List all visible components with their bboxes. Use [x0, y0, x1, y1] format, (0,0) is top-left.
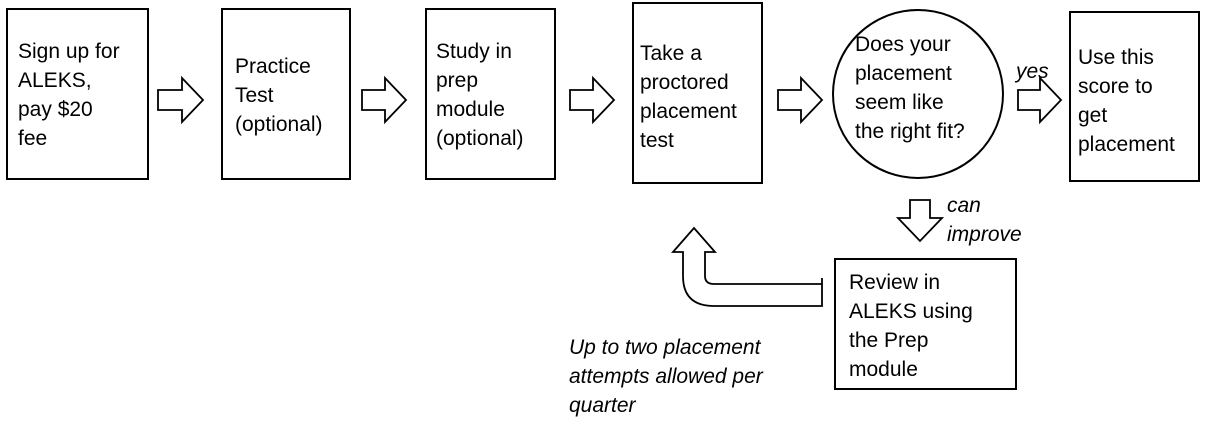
step-review-box: Review in ALEKS using the Prep module — [834, 258, 1017, 390]
arrow-practice-to-study — [361, 75, 408, 125]
step-study-box: Study in prep module (optional) — [425, 8, 556, 180]
can-improve-label: can improve — [947, 194, 1022, 246]
step-practice-box: Practice Test (optional) — [221, 8, 351, 180]
arrow-decision-to-use — [1017, 75, 1063, 125]
step-use-score-text: Use this score to get placement — [1078, 46, 1175, 156]
arrow-test-to-decision — [777, 75, 824, 125]
arrow-review-to-test — [671, 226, 823, 307]
step-signup-text: Sign up for ALEKS, pay $20 fee — [18, 40, 120, 150]
arrow-study-to-test — [569, 75, 616, 125]
arrow-decision-to-review — [895, 199, 945, 243]
step-proctored-text: Take a proctored placement test — [640, 42, 737, 152]
decision-text: Does your placement seem like the right … — [855, 33, 965, 143]
step-signup-box: Sign up for ALEKS, pay $20 fee — [6, 8, 149, 180]
step-use-score-box: Use this score to get placement — [1069, 11, 1200, 182]
decision-ellipse — [832, 9, 1004, 179]
attempts-note: Up to two placement attempts allowed per… — [569, 336, 763, 417]
arrow-signup-to-practice — [157, 75, 205, 125]
step-review-text: Review in ALEKS using the Prep module — [849, 271, 973, 381]
step-proctored-box: Take a proctored placement test — [632, 2, 763, 184]
step-practice-text: Practice Test (optional) — [235, 55, 323, 136]
yes-label: yes — [1016, 60, 1049, 83]
step-study-text: Study in prep module (optional) — [436, 40, 524, 150]
